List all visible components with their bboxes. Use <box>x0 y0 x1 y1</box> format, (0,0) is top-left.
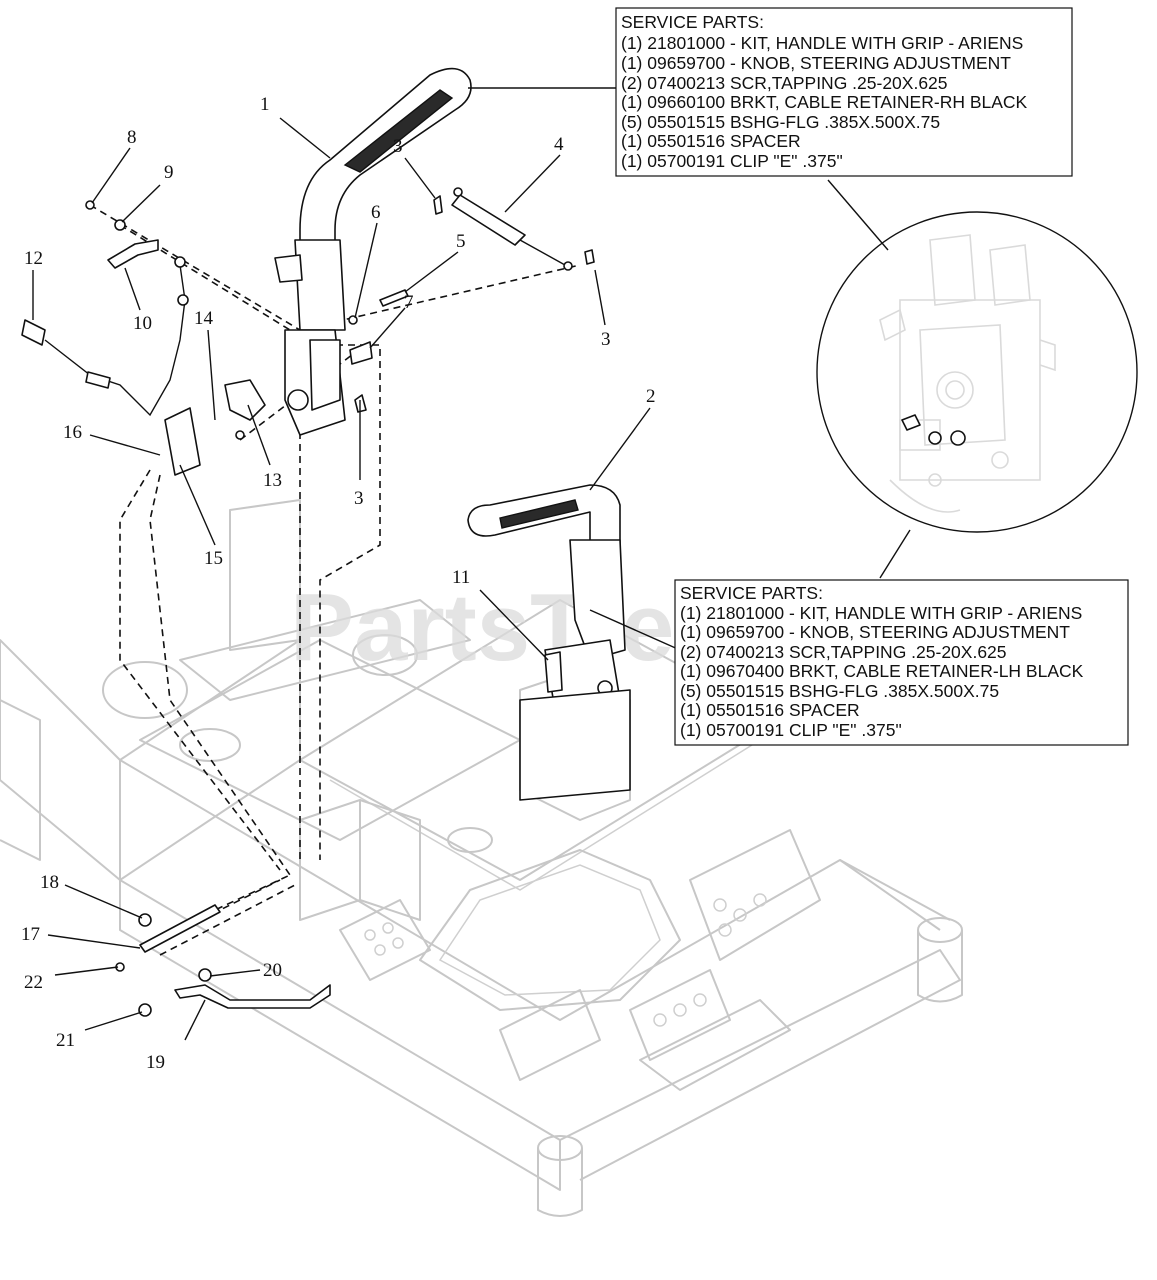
service-rh-line: (1) 21801000 - KIT, HANDLE WITH GRIP - A… <box>621 33 1023 53</box>
handle-rh <box>274 67 472 436</box>
service-rh-line: (1) 05501516 SPACER <box>621 131 801 151</box>
leader-lines <box>32 87 911 1041</box>
service-lh-line: (1) 21801000 - KIT, HANDLE WITH GRIP - A… <box>680 603 1082 623</box>
service-parts-box-rh: SERVICE PARTS: (1) 21801000 - KIT, HANDL… <box>615 7 1073 177</box>
callout-13: 13 <box>263 470 282 491</box>
callout-15: 15 <box>204 548 223 569</box>
service-lh-line: (1) 09670400 BRKT, CABLE RETAINER-LH BLA… <box>680 661 1084 681</box>
callout-16: 16 <box>63 422 82 443</box>
service-rh-line: (5) 05501515 BSHG-FLG .385X.500X.75 <box>621 112 940 132</box>
callout-12: 12 <box>24 248 43 269</box>
callout-6: 6 <box>371 202 381 223</box>
damper-part-4 <box>451 187 573 271</box>
callout-21: 21 <box>56 1030 75 1051</box>
callout-17: 17 <box>21 924 40 945</box>
callout-11: 11 <box>452 567 470 588</box>
callout-9: 9 <box>164 162 174 183</box>
callout-2: 2 <box>646 386 656 407</box>
handle-lh <box>467 484 631 801</box>
service-lh-line: (1) 09659700 - KNOB, STEERING ADJUSTMENT <box>680 622 1070 642</box>
callout-3-bottom: 3 <box>354 488 364 509</box>
callout-4: 4 <box>554 134 564 155</box>
service-lh-line: (1) 05501516 SPACER <box>680 700 860 720</box>
watermark-text: PartsTree <box>290 574 728 681</box>
service-lh-line: (5) 05501515 BSHG-FLG .385X.500X.75 <box>680 681 999 701</box>
callout-7: 7 <box>404 292 414 313</box>
service-lh-title: SERVICE PARTS: <box>680 583 823 603</box>
service-lh-line: (2) 07400213 SCR,TAPPING .25-20X.625 <box>680 642 1007 662</box>
callout-18: 18 <box>40 872 59 893</box>
callout-numbers: 1 2 3 3 3 4 5 6 7 8 9 10 11 12 13 14 15 … <box>21 94 656 1073</box>
callout-19: 19 <box>146 1052 165 1073</box>
service-rh-line: (1) 05700191 CLIP "E" .375" <box>621 151 843 171</box>
service-rh-line: (2) 07400213 SCR,TAPPING .25-20X.625 <box>621 73 948 93</box>
callout-8: 8 <box>127 127 137 148</box>
service-rh-line: (1) 09659700 - KNOB, STEERING ADJUSTMENT <box>621 53 1011 73</box>
callout-22: 22 <box>24 972 43 993</box>
callout-14: 14 <box>194 308 214 329</box>
service-parts-box-lh: SERVICE PARTS: (1) 21801000 - KIT, HANDL… <box>674 579 1129 746</box>
service-lh-line: (1) 05700191 CLIP "E" .375" <box>680 720 902 740</box>
service-rh-line: (1) 09660100 BRKT, CABLE RETAINER-RH BLA… <box>621 92 1028 112</box>
callout-20: 20 <box>263 960 282 981</box>
callout-1: 1 <box>260 94 270 115</box>
callout-10: 10 <box>133 313 152 334</box>
callout-5: 5 <box>456 231 466 252</box>
detail-view-circle <box>816 211 1138 533</box>
service-rh-title: SERVICE PARTS: <box>621 12 764 32</box>
callout-3-right: 3 <box>601 329 611 350</box>
callout-3-top: 3 <box>393 136 403 157</box>
small-parts <box>21 195 595 1017</box>
